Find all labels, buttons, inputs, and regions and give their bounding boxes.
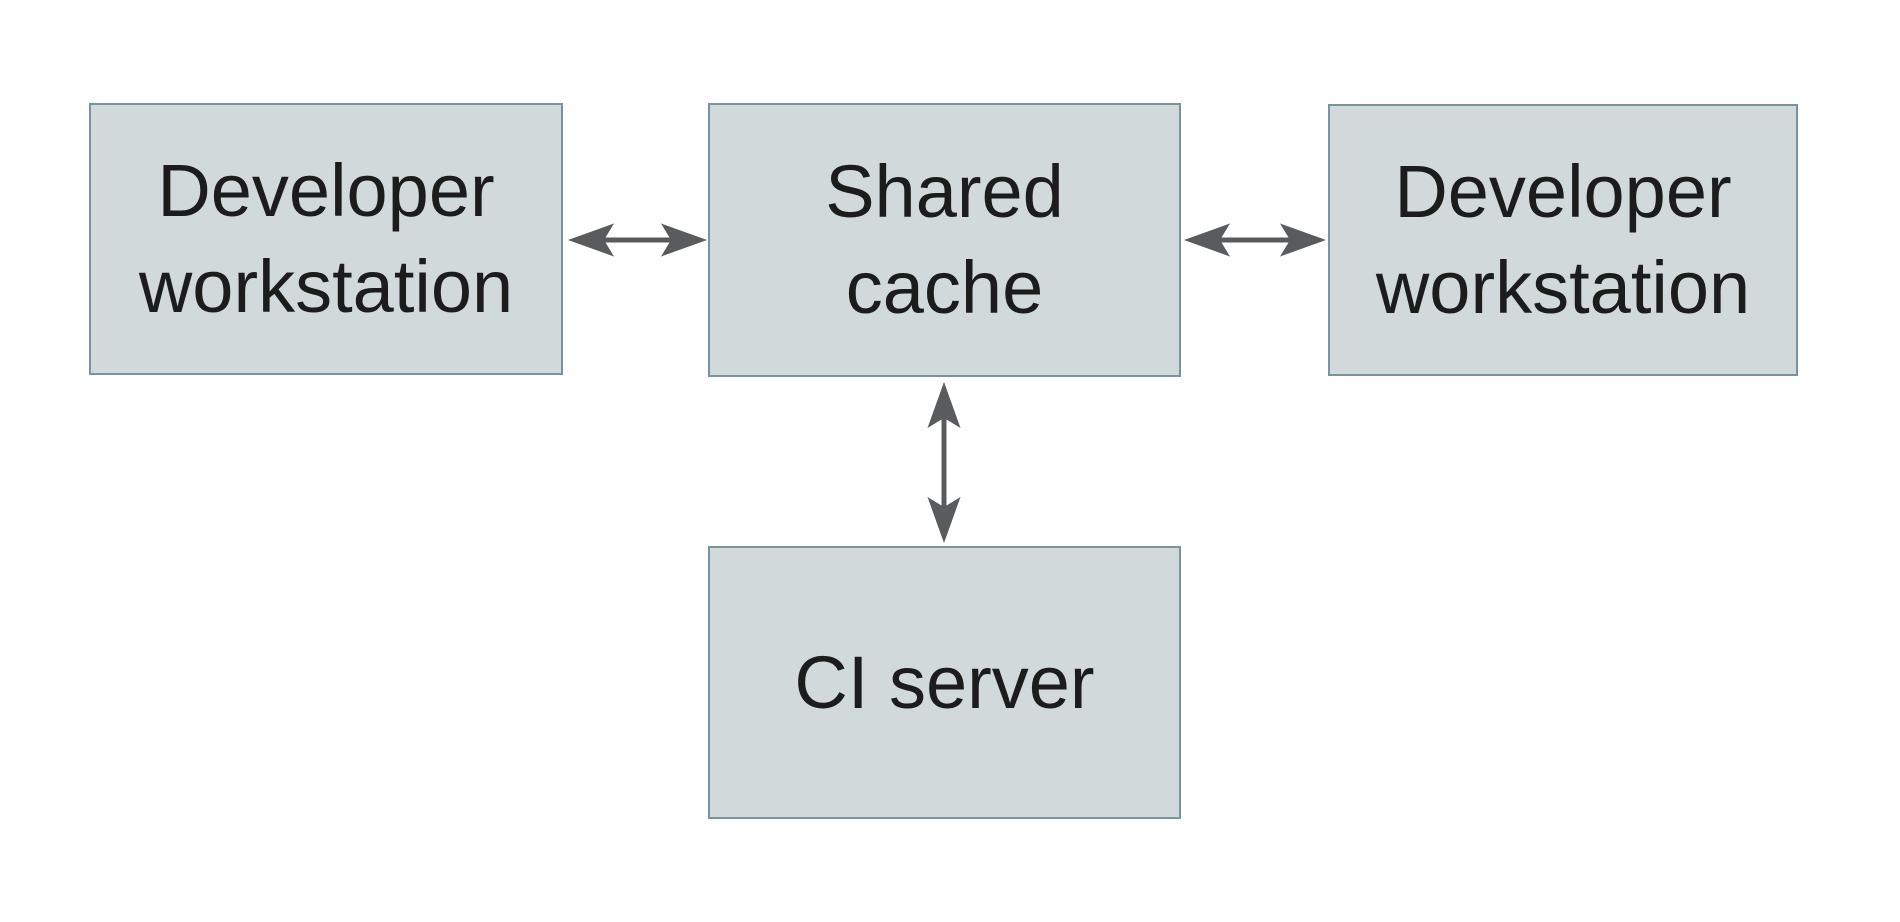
- node-label: CI server: [794, 640, 1095, 724]
- node-label: Developer workstation: [1375, 150, 1751, 329]
- node-label: Developer workstation: [138, 149, 514, 328]
- node-developer-workstation-right: Developer workstation: [1328, 104, 1798, 376]
- node-developer-workstation-left: Developer workstation: [89, 103, 563, 375]
- node-shared-cache: Shared cache: [708, 103, 1181, 377]
- double-arrow-left-to-cache: [568, 223, 707, 257]
- double-arrow-cache-to-right: [1184, 223, 1326, 257]
- double-arrow-cache-to-ci: [927, 382, 961, 543]
- node-label: Shared cache: [825, 150, 1064, 329]
- node-ci-server: CI server: [708, 546, 1181, 819]
